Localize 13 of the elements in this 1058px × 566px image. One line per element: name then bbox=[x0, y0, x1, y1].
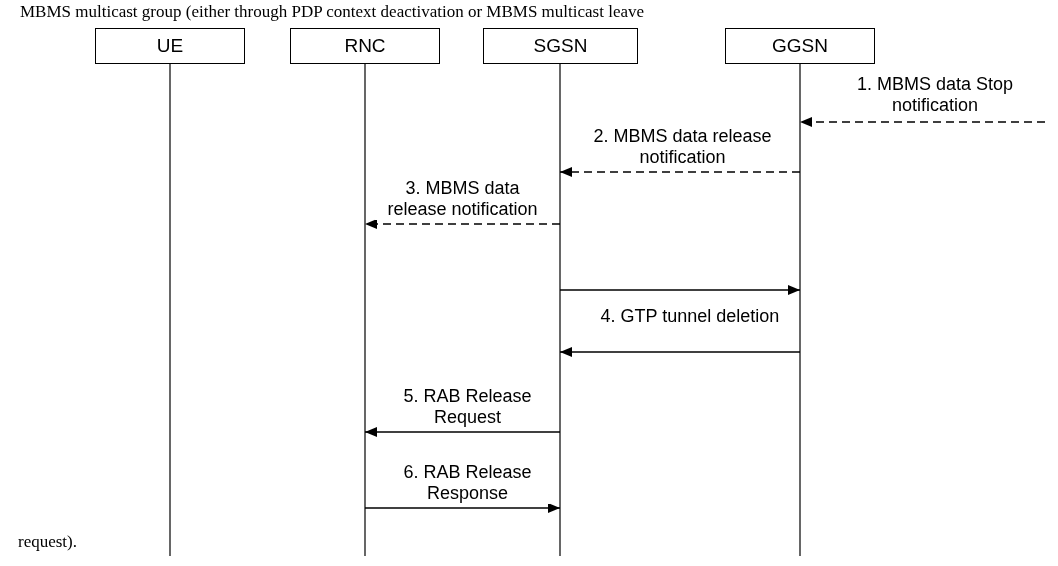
participant-box: GGSN bbox=[725, 28, 875, 64]
arrow bbox=[364, 503, 561, 513]
caption-text: request). bbox=[18, 532, 77, 552]
arrow bbox=[364, 427, 561, 437]
arrow bbox=[799, 117, 1046, 127]
participant-box: UE bbox=[95, 28, 245, 64]
heading-text: MBMS multicast group (either through PDP context deactivation or MBMS multicast leave bbox=[20, 2, 645, 22]
arrow bbox=[559, 167, 801, 177]
participant-box: RNC bbox=[290, 28, 440, 64]
arrow bbox=[559, 285, 801, 295]
arrow bbox=[364, 219, 561, 229]
participant-box: SGSN bbox=[483, 28, 638, 64]
arrow bbox=[559, 347, 801, 357]
